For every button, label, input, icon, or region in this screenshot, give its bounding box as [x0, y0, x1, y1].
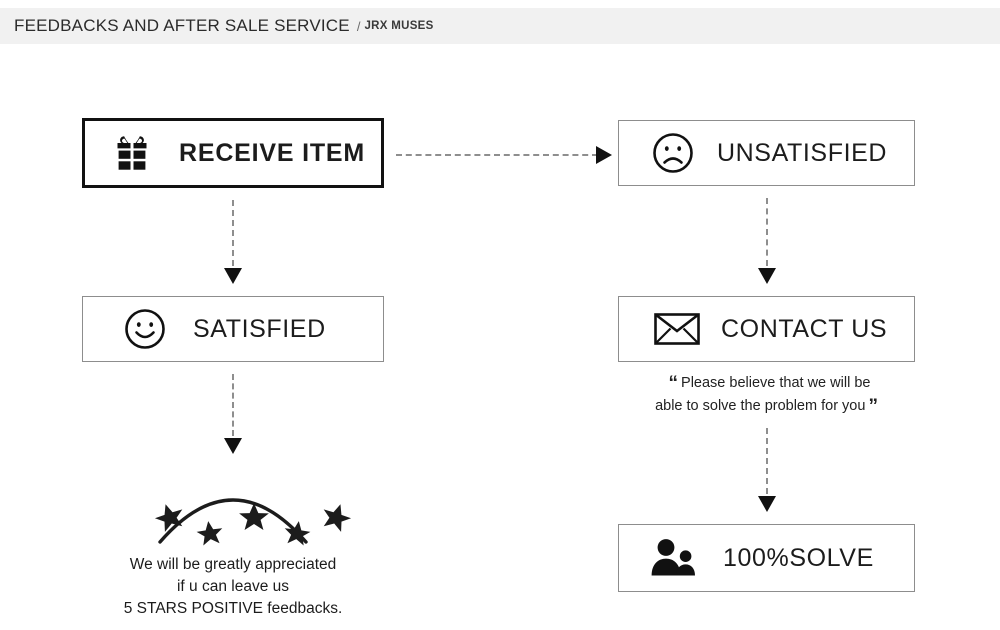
- page-header: FEEDBACKS AND AFTER SALE SERVICE / JRX M…: [0, 8, 1000, 44]
- quote-line-1: “Please believe that we will be: [618, 372, 918, 395]
- flow-box-receive-item: RECEIVE ITEM: [82, 118, 384, 188]
- header-separator: /: [356, 18, 361, 34]
- star-2: [196, 521, 223, 546]
- rating-stars: [154, 503, 352, 546]
- quote-open-mark: “: [668, 373, 679, 394]
- feedback-line-3: 5 STARS POSITIVE feedbacks.: [123, 600, 343, 617]
- gift-icon: [101, 131, 163, 175]
- arrow-head: [596, 146, 612, 164]
- arrow-head: [758, 496, 776, 512]
- envelope-icon: [649, 310, 705, 348]
- flow-box-satisfied: SATISFIED: [82, 296, 384, 362]
- arrow-stem: [232, 200, 234, 266]
- flow-box-contact-us: CONTACT US: [618, 296, 915, 362]
- flow-box-label: RECEIVE ITEM: [179, 138, 366, 167]
- arrow-stem: [766, 428, 768, 494]
- five-star-rating-graphic: [82, 456, 384, 548]
- star-1: [154, 504, 183, 532]
- arrow-receive-item-to-unsatisfied: [396, 145, 612, 165]
- arrow-stem: [396, 154, 598, 156]
- feedback-line-2: if u can leave us: [176, 578, 289, 595]
- sad-face-icon: [645, 130, 701, 176]
- feedback-line-1: We will be greatly appreciated: [129, 556, 337, 573]
- star-3: [239, 503, 269, 531]
- reassurance-quote: “Please believe that we will be able to …: [618, 372, 918, 418]
- star-4: [284, 521, 311, 546]
- arrow-unsatisfied-to-contact-us: [749, 198, 785, 284]
- arrow-receive-item-to-satisfied: [215, 200, 251, 284]
- two-people-icon: [645, 537, 701, 579]
- flow-box-label: SATISFIED: [193, 314, 326, 343]
- arrow-satisfied-to-rating: [215, 374, 251, 454]
- arrow-stem: [232, 374, 234, 436]
- arrow-stem: [766, 198, 768, 266]
- flow-box-label: 100%SOLVE: [723, 543, 874, 572]
- brand-name: JRX MUSES: [364, 20, 434, 32]
- flow-box-solve: 100%SOLVE: [618, 524, 915, 592]
- flow-box-unsatisfied: UNSATISFIED: [618, 120, 915, 186]
- arrow-head: [224, 438, 242, 454]
- arrow-head: [758, 268, 776, 284]
- quote-close-mark: ”: [868, 396, 878, 417]
- star-5: [323, 504, 352, 532]
- arrow-head: [224, 268, 242, 284]
- quote-line-2: able to solve the problem for you”: [618, 395, 918, 418]
- quote-text-line-1: Please believe that we will be: [681, 375, 871, 391]
- quote-text-line-2: able to solve the problem for you: [655, 398, 866, 414]
- page-title: FEEDBACKS AND AFTER SALE SERVICE: [14, 16, 350, 35]
- smiley-face-icon: [117, 306, 173, 352]
- arrow-contact-us-to-solve: [749, 428, 785, 512]
- feedback-request-text: We will be greatly appreciated if u can …: [72, 554, 394, 620]
- flow-box-label: UNSATISFIED: [717, 138, 888, 167]
- flow-box-label: CONTACT US: [721, 314, 888, 343]
